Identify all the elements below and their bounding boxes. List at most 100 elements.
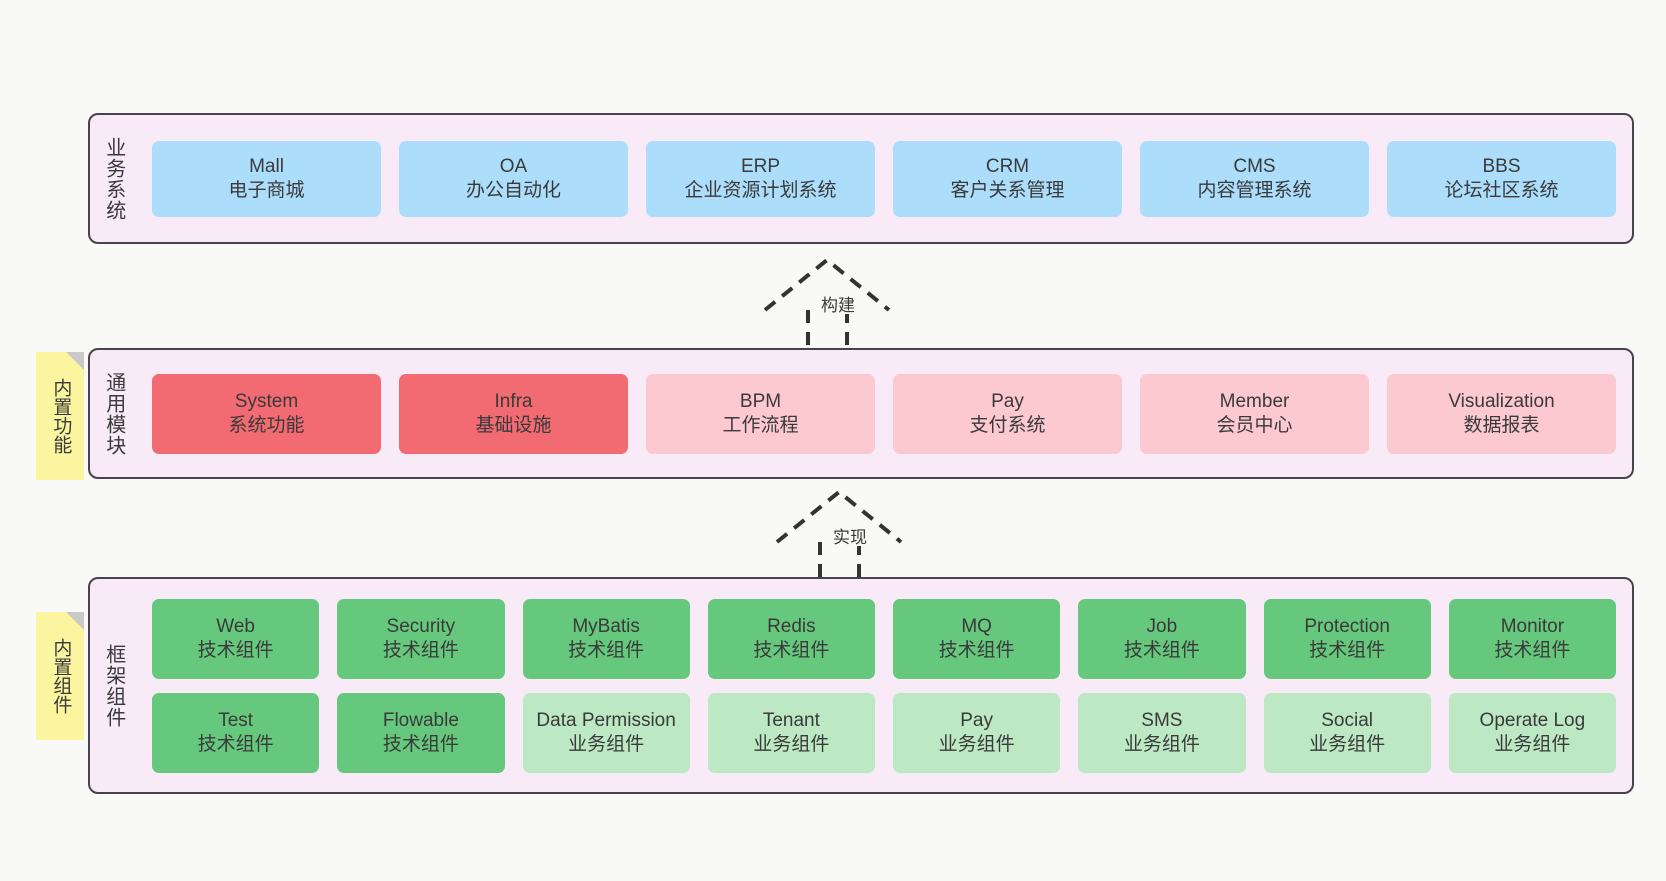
node-subtitle: 业务组件 — [568, 733, 645, 755]
node-crm[interactable]: CRM 客户关系管理 — [893, 140, 1122, 217]
node-title: Visualization — [1448, 390, 1555, 412]
node-title: System — [234, 390, 299, 412]
node-protection[interactable]: Protection 技术组件 — [1263, 598, 1431, 679]
node-system[interactable]: System 系统功能 — [152, 373, 381, 454]
node-title: Test — [218, 709, 254, 731]
node-pay-component[interactable]: Pay 业务组件 — [893, 692, 1061, 773]
node-subtitle: 内容管理系统 — [1197, 179, 1312, 201]
node-subtitle: 数据报表 — [1463, 414, 1540, 436]
node-social[interactable]: Social 业务组件 — [1263, 692, 1431, 773]
node-subtitle: 论坛社区系统 — [1444, 179, 1559, 201]
node-security[interactable]: Security 技术组件 — [337, 598, 505, 679]
node-title: Pay — [991, 390, 1024, 412]
node-cms[interactable]: CMS 内容管理系统 — [1140, 140, 1369, 217]
layer-body-framework: Web 技术组件 Security 技术组件 MyBatis 技术组件 Redi… — [136, 579, 1632, 792]
node-title: Operate Log — [1479, 709, 1586, 731]
node-redis[interactable]: Redis 技术组件 — [707, 598, 875, 679]
node-title: SMS — [1141, 709, 1183, 731]
node-title: Job — [1146, 615, 1178, 637]
node-infra[interactable]: Infra 基础设施 — [399, 373, 628, 454]
node-title: Redis — [767, 615, 816, 637]
node-subtitle: 基础设施 — [475, 414, 552, 436]
node-title: MyBatis — [572, 615, 640, 637]
node-tenant[interactable]: Tenant 业务组件 — [707, 692, 875, 773]
node-mall[interactable]: Mall 电子商城 — [152, 140, 381, 217]
arrow-build: 构建 — [760, 255, 920, 355]
node-title: Pay — [960, 709, 993, 731]
layer-framework-component[interactable]: 框架组件 Web 技术组件 Security 技术组件 MyBatis 技术组件… — [88, 577, 1634, 794]
node-subtitle: 技术组件 — [197, 733, 274, 755]
node-title: MQ — [961, 615, 992, 637]
layer-caption-common: 通用模块 — [102, 371, 125, 456]
node-subtitle: 技术组件 — [197, 639, 274, 661]
node-title: OA — [499, 155, 528, 177]
node-subtitle: 业务组件 — [1123, 733, 1200, 755]
layer-body-business: Mall 电子商城 OA 办公自动化 ERP 企业资源计划系统 CRM 客户关系… — [136, 115, 1632, 242]
node-test[interactable]: Test 技术组件 — [152, 692, 320, 773]
node-row: Web 技术组件 Security 技术组件 MyBatis 技术组件 Redi… — [152, 598, 1616, 679]
node-subtitle: 技术组件 — [382, 639, 459, 661]
node-erp[interactable]: ERP 企业资源计划系统 — [646, 140, 875, 217]
node-title: Security — [386, 615, 456, 637]
node-operate-log[interactable]: Operate Log 业务组件 — [1448, 692, 1616, 773]
node-subtitle: 业务组件 — [1309, 733, 1386, 755]
node-title: BBS — [1482, 155, 1521, 177]
sticky-note-builtin-features[interactable]: 内置功能 — [36, 352, 84, 480]
node-title: CRM — [985, 155, 1030, 177]
node-job[interactable]: Job 技术组件 — [1078, 598, 1246, 679]
node-title: Web — [216, 615, 255, 637]
node-subtitle: 技术组件 — [1123, 639, 1200, 661]
node-oa[interactable]: OA 办公自动化 — [399, 140, 628, 217]
node-title: Protection — [1304, 615, 1390, 637]
node-flowable[interactable]: Flowable 技术组件 — [337, 692, 505, 773]
node-subtitle: 技术组件 — [753, 639, 830, 661]
node-member[interactable]: Member 会员中心 — [1140, 373, 1369, 454]
layer-caption-business: 业务系统 — [102, 136, 125, 221]
node-title: Social — [1321, 709, 1373, 731]
node-title: ERP — [740, 155, 781, 177]
layer-business-system[interactable]: 业务系统 Mall 电子商城 OA 办公自动化 ERP 企业资源计划系统 CRM… — [88, 113, 1634, 244]
node-bpm[interactable]: BPM 工作流程 — [646, 373, 875, 454]
node-data-permission[interactable]: Data Permission 业务组件 — [522, 692, 690, 773]
arrow-implement: 实现 — [772, 487, 932, 587]
node-mybatis[interactable]: MyBatis 技术组件 — [522, 598, 690, 679]
node-subtitle: 业务组件 — [1494, 733, 1571, 755]
node-title: Data Permission — [536, 709, 676, 731]
layer-caption-framework: 框架组件 — [102, 643, 125, 728]
node-pay-module[interactable]: Pay 支付系统 — [893, 373, 1122, 454]
node-subtitle: 客户关系管理 — [950, 179, 1065, 201]
node-subtitle: 技术组件 — [938, 639, 1015, 661]
node-title: Infra — [494, 390, 533, 412]
node-title: Tenant — [762, 709, 820, 731]
node-row: System 系统功能 Infra 基础设施 BPM 工作流程 Pay 支付系统… — [152, 373, 1616, 454]
arrow-label: 构建 — [818, 297, 858, 314]
node-subtitle: 业务组件 — [753, 733, 830, 755]
node-subtitle: 电子商城 — [228, 179, 305, 201]
node-monitor[interactable]: Monitor 技术组件 — [1448, 598, 1616, 679]
layer-common-module[interactable]: 通用模块 System 系统功能 Infra 基础设施 BPM 工作流程 Pay… — [88, 348, 1634, 479]
node-subtitle: 技术组件 — [1494, 639, 1571, 661]
node-row: Test 技术组件 Flowable 技术组件 Data Permission … — [152, 692, 1616, 773]
node-subtitle: 办公自动化 — [465, 179, 561, 201]
node-title: Flowable — [382, 709, 459, 731]
node-mq[interactable]: MQ 技术组件 — [893, 598, 1061, 679]
node-subtitle: 工作流程 — [722, 414, 799, 436]
node-web[interactable]: Web 技术组件 — [152, 598, 320, 679]
node-bbs[interactable]: BBS 论坛社区系统 — [1387, 140, 1616, 217]
node-subtitle: 系统功能 — [228, 414, 305, 436]
node-title: Mall — [249, 155, 284, 177]
node-subtitle: 企业资源计划系统 — [684, 179, 837, 201]
layer-body-common: System 系统功能 Infra 基础设施 BPM 工作流程 Pay 支付系统… — [136, 350, 1632, 477]
node-row: Mall 电子商城 OA 办公自动化 ERP 企业资源计划系统 CRM 客户关系… — [152, 140, 1616, 217]
sticky-note-builtin-components[interactable]: 内置组件 — [36, 612, 84, 740]
node-subtitle: 支付系统 — [969, 414, 1046, 436]
node-visualization[interactable]: Visualization 数据报表 — [1387, 373, 1616, 454]
node-subtitle: 会员中心 — [1216, 414, 1293, 436]
node-title: Member — [1219, 390, 1290, 412]
node-subtitle: 技术组件 — [1309, 639, 1386, 661]
node-sms[interactable]: SMS 业务组件 — [1078, 692, 1246, 773]
node-title: BPM — [739, 390, 782, 412]
node-subtitle: 业务组件 — [938, 733, 1015, 755]
node-title: CMS — [1233, 155, 1276, 177]
